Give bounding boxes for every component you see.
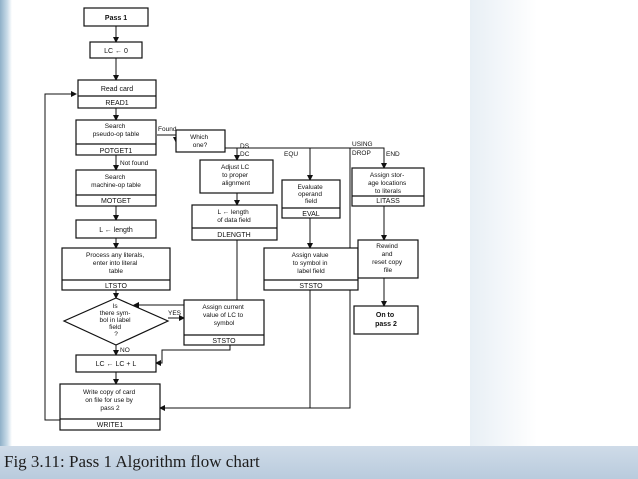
on-to-pass2-box [353, 305, 419, 335]
process-literals-label: Process any literals, enter into literal… [86, 252, 146, 275]
assign-storage-label: Assign stor- age locations to literals [368, 172, 408, 195]
assign-storage-box [351, 167, 425, 207]
edge-label-using: USING [352, 141, 373, 148]
which-one-box [175, 129, 226, 153]
process-literals-id: LTSTO [105, 283, 127, 290]
length-label: L ← length [99, 227, 133, 234]
edge-label-not-found: Not found [120, 160, 149, 167]
which-one-label: Which one? [190, 134, 210, 149]
read-card-box [77, 79, 157, 109]
write-card-label: Write copy of card on file for use by pa… [83, 389, 137, 412]
assign-value-box [263, 247, 359, 291]
edge-assign-to-lcupdate [155, 345, 231, 366]
write-card-id: WRITE1 [97, 422, 124, 429]
read-card-id: READ1 [105, 100, 128, 107]
figure-caption: Fig 3.11: Pass 1 Algorithm flow chart [4, 452, 260, 471]
slide-right-panel [470, 0, 638, 479]
write-card-box [59, 383, 161, 431]
edge-label-end: END [386, 151, 400, 158]
search-pseudo-id: POTGET1 [100, 148, 133, 155]
edge-label-equ: EQU [284, 151, 298, 158]
edge-label-yes: YES [168, 310, 182, 317]
length-data-id: DLENGTH [217, 232, 250, 239]
edge-label-found: Found [158, 126, 177, 133]
edge-label-no: NO [120, 347, 130, 354]
lc-update-label: LC ← LC + L [96, 361, 137, 368]
assign-lc-box [183, 299, 265, 346]
pass1-box [83, 7, 149, 27]
assign-value-label: Assign value to symbol in label field [292, 252, 331, 275]
lc-init-label: LC ← 0 [104, 48, 128, 55]
search-pseudo-box [75, 119, 157, 156]
caption-band [0, 446, 638, 479]
pass1-label: Pass 1 [105, 15, 127, 22]
rewind-label: Rewind and reset copy file [372, 243, 404, 274]
length-data-box [191, 204, 278, 241]
assign-lc-id: STSTO [212, 338, 236, 345]
evaluate-box [281, 179, 341, 219]
process-literals-box [61, 247, 171, 291]
search-machine-id: MOTGET [101, 198, 132, 205]
assign-value-id: STSTO [299, 283, 323, 290]
edge-label-drop: DROP [352, 150, 371, 157]
length-box [75, 219, 157, 239]
assign-storage-id: LITASS [376, 198, 400, 205]
length-data-label: L ← length of data field [217, 209, 251, 224]
symbol-decision-label: Is there sym- bol in label field ? [100, 303, 133, 338]
rewind-box [357, 239, 419, 279]
on-to-pass2-label: On to pass 2 [375, 312, 397, 328]
assign-lc-label: Assign current value of LC to symbol [202, 304, 245, 327]
evaluate-id: EVAL [302, 211, 319, 218]
symbol-decision-diamond [62, 297, 170, 346]
search-machine-label: Search machine-op table [91, 174, 141, 189]
slide-left-accent-bar [0, 0, 12, 479]
search-pseudo-label: Search pseudo-op table [93, 123, 140, 138]
edge-label-ds: DS [240, 143, 250, 150]
lc-init-box [89, 41, 143, 59]
adjust-lc-box [199, 159, 274, 194]
search-machine-box [75, 169, 157, 207]
evaluate-label: Evaluate operand field [297, 184, 324, 205]
adjust-lc-label: Adjust LC to proper alignment [221, 164, 251, 187]
edge-label-dc: DC [240, 151, 250, 158]
read-card-label: Read card [101, 86, 133, 93]
edge-end [350, 147, 387, 169]
lc-update-box [75, 354, 157, 373]
